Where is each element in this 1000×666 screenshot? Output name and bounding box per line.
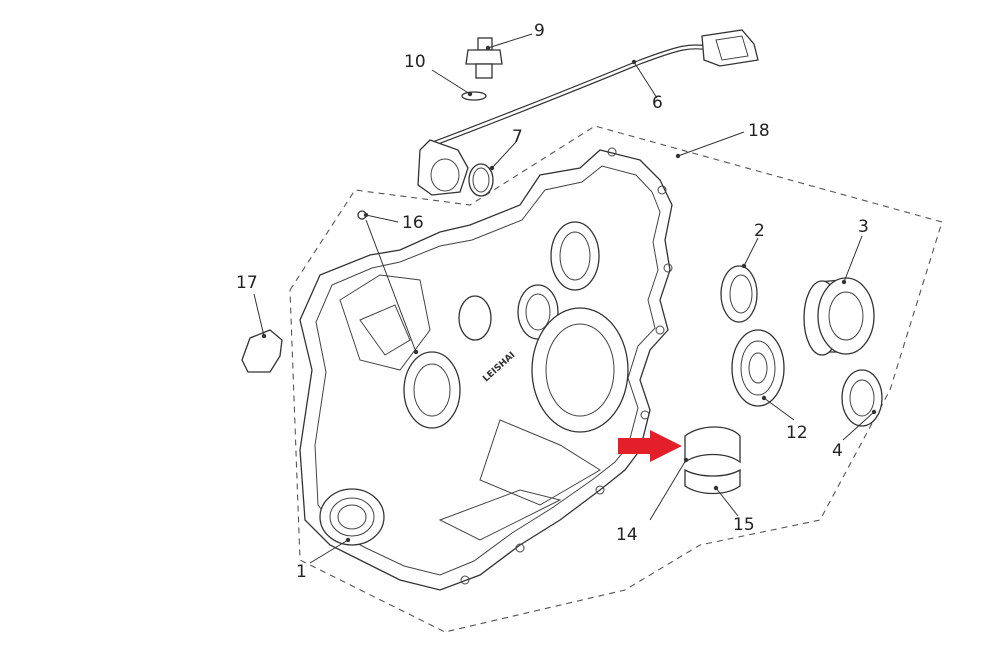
large-bearing — [803, 277, 875, 356]
bearing — [731, 329, 785, 407]
callout-2: 2 — [754, 221, 765, 241]
callout-10: 10 — [404, 52, 426, 72]
callout-1: 1 — [296, 562, 307, 582]
callout-3: 3 — [858, 217, 869, 237]
callout-9: 9 — [534, 21, 545, 41]
assembly-group-outline — [289, 125, 943, 633]
callout-17: 17 — [236, 273, 258, 293]
callout-7: 7 — [512, 127, 523, 147]
wire-harness — [417, 29, 759, 196]
callout-14: 14 — [616, 525, 638, 545]
oil-seal — [720, 265, 758, 323]
bushing-halves — [684, 426, 741, 495]
callout-12: 12 — [786, 423, 808, 443]
washer — [461, 91, 487, 101]
leader-lines — [253, 33, 875, 564]
neutral-switch — [465, 37, 503, 79]
crankcase-half: LEISHAI — [299, 147, 673, 591]
small-bearing — [841, 369, 883, 427]
callout-4: 4 — [832, 441, 843, 461]
red-highlight-arrow — [618, 430, 682, 462]
callout-6: 6 — [652, 93, 663, 113]
bracket — [241, 329, 283, 373]
callout-16: 16 — [402, 213, 424, 233]
callout-15: 15 — [733, 515, 755, 535]
callout-18: 18 — [748, 121, 770, 141]
callout-dots — [261, 45, 877, 543]
